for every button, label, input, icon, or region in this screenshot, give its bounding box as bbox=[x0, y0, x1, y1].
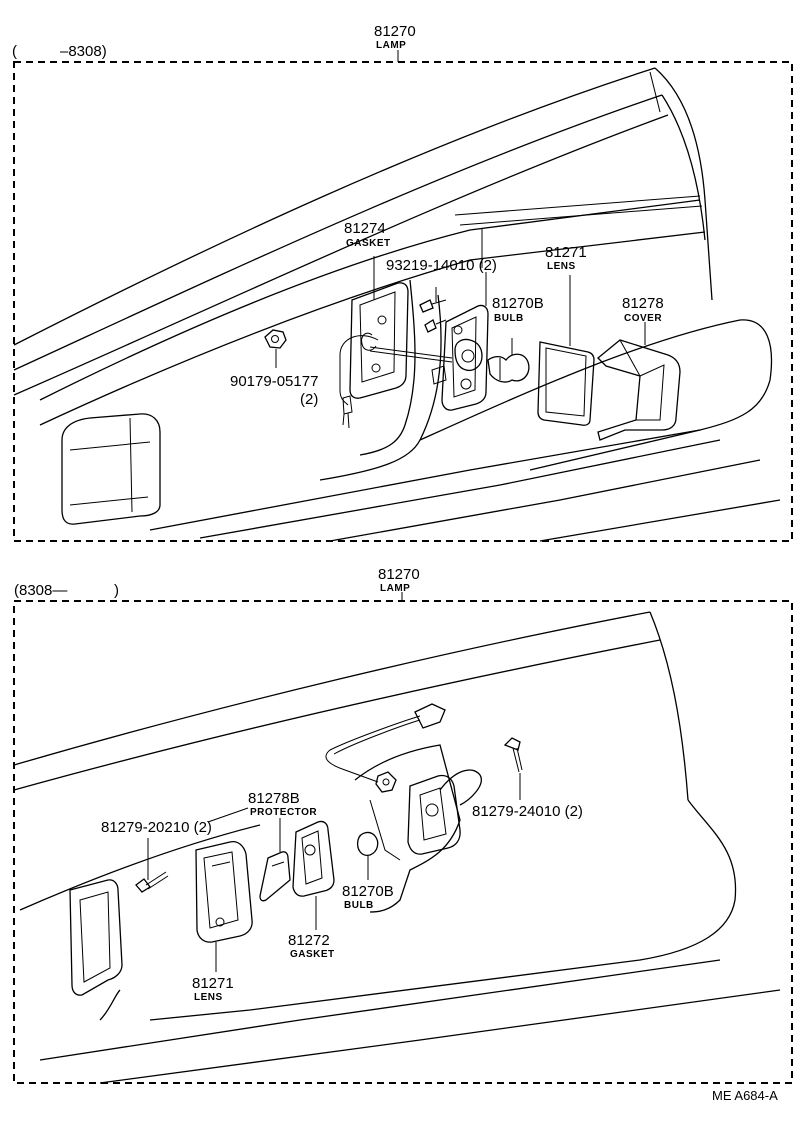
bottom-range-close: ) bbox=[114, 582, 119, 599]
top-gasket bbox=[339, 256, 453, 429]
top-bulb-part-no: 81270B bbox=[492, 295, 544, 312]
top-range-end: –8308) bbox=[60, 43, 107, 60]
top-bulb-name: BULB bbox=[494, 313, 524, 324]
bottom-socket bbox=[375, 771, 461, 855]
bottom-assembly-part-no: 81270 bbox=[378, 566, 420, 583]
top-cover-name: COVER bbox=[624, 313, 662, 324]
top-lens-part-no: 81271 bbox=[545, 244, 587, 261]
top-screw-part-no: 93219-14010 (2) bbox=[386, 257, 497, 274]
bottom-view: (8308— ) 81270 LAMP bbox=[13, 566, 793, 1084]
top-socket bbox=[431, 228, 489, 411]
bottom-protector bbox=[259, 818, 291, 902]
top-assembly-part-no: 81270 bbox=[374, 23, 416, 40]
top-gasket-name: GASKET bbox=[346, 238, 391, 249]
top-view: ( –8308) 81270 LAMP bbox=[12, 23, 793, 542]
bottom-lens bbox=[195, 840, 253, 972]
bottom-range-start: (8308— bbox=[14, 582, 67, 599]
top-gasket-part-no: 81274 bbox=[344, 220, 386, 237]
bottom-protector-part-no: 81278B bbox=[248, 790, 300, 807]
top-cover bbox=[597, 322, 681, 441]
top-assembly-name: LAMP bbox=[376, 40, 406, 51]
top-vehicle-body bbox=[13, 67, 781, 542]
bottom-bulb-part-no: 81270B bbox=[342, 883, 394, 900]
top-range-open: ( bbox=[12, 43, 17, 60]
bottom-view-frame bbox=[13, 600, 793, 1084]
top-view-frame bbox=[13, 61, 793, 542]
bottom-gasket bbox=[292, 820, 335, 930]
bottom-protector-name: PROTECTOR bbox=[250, 807, 317, 818]
top-screw bbox=[419, 287, 447, 333]
top-nut bbox=[264, 329, 287, 368]
bottom-gasket-name: GASKET bbox=[290, 949, 335, 960]
diagram-code: ME A684-A bbox=[712, 1088, 778, 1103]
bottom-lens-name: LENS bbox=[194, 992, 223, 1003]
top-cover-part-no: 81278 bbox=[622, 295, 664, 312]
bottom-assembly-name: LAMP bbox=[380, 583, 410, 594]
bottom-bulb-name: BULB bbox=[344, 900, 374, 911]
bottom-bulb bbox=[356, 831, 379, 880]
bottom-screw-right-part-no: 81279-24010 (2) bbox=[472, 803, 583, 820]
top-lens bbox=[537, 275, 595, 426]
bottom-vehicle-body bbox=[13, 611, 781, 1084]
bottom-lens-part-no: 81271 bbox=[192, 975, 234, 992]
top-lens-name: LENS bbox=[547, 261, 576, 272]
top-bulb bbox=[487, 338, 530, 383]
top-nut-part-no: 90179-05177 bbox=[230, 373, 318, 390]
bottom-wire-harness bbox=[325, 703, 482, 806]
bottom-screw-left-part-no: 81279-20210 (2) bbox=[101, 819, 212, 836]
top-nut-qty: (2) bbox=[300, 391, 318, 408]
bottom-screw-right bbox=[503, 737, 523, 800]
bottom-screw-left bbox=[135, 838, 169, 893]
bottom-gasket-part-no: 81272 bbox=[288, 932, 330, 949]
